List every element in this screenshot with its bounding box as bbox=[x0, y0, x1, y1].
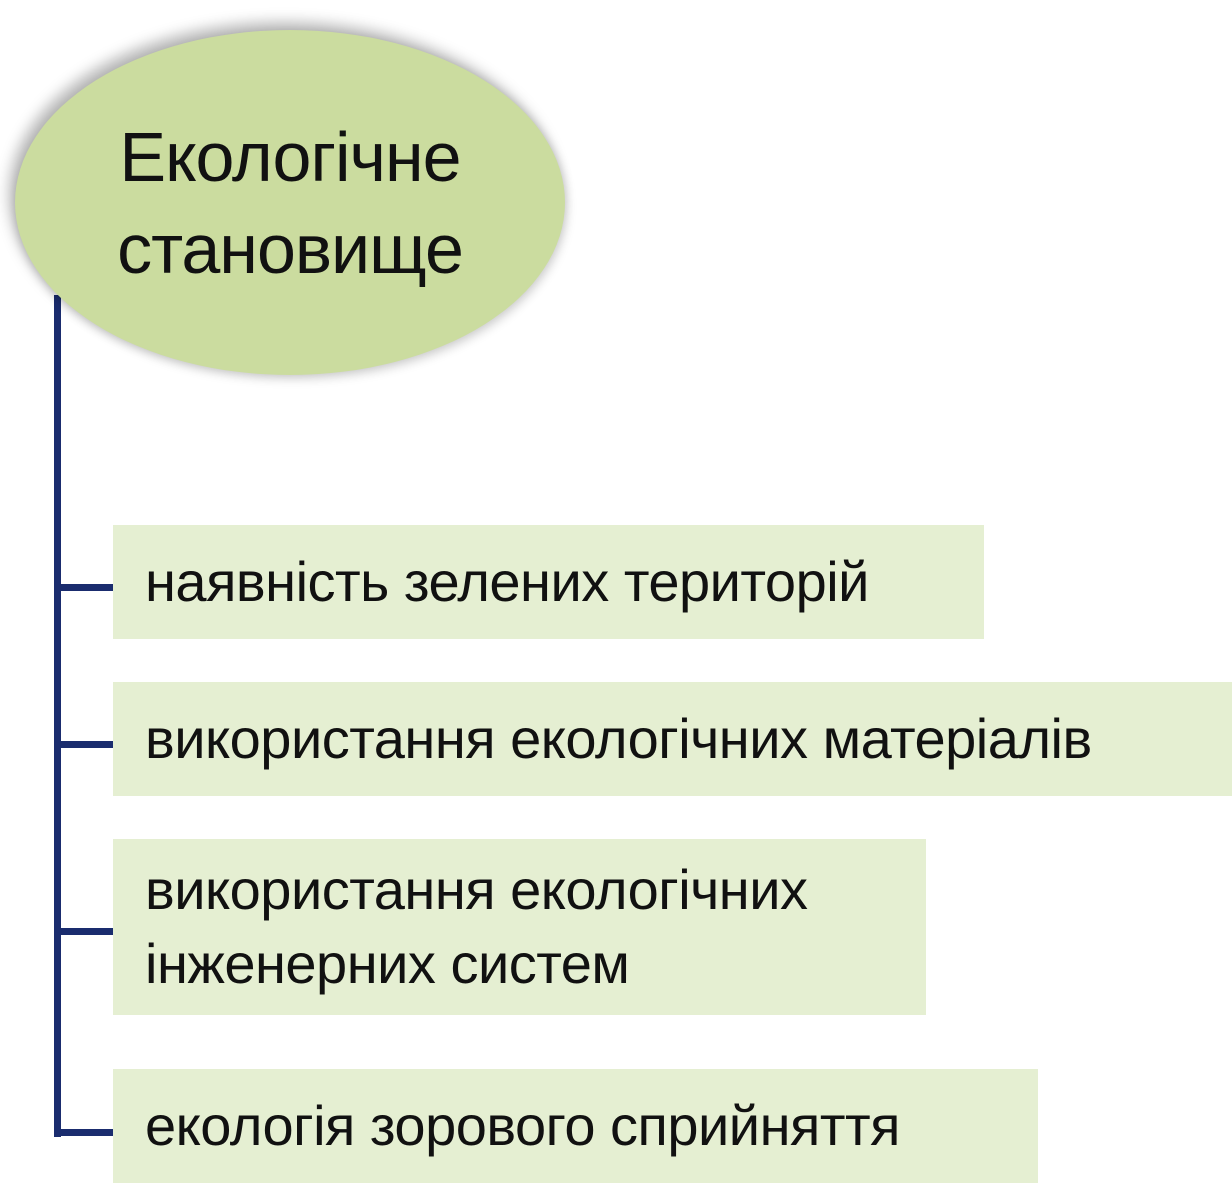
root-node-shape bbox=[15, 30, 565, 375]
connector-branch-1 bbox=[54, 584, 114, 591]
root-node-label: Екологічне становище bbox=[117, 117, 464, 288]
connector-branch-2 bbox=[54, 741, 114, 748]
child-node-visual-ecology: екологія зорового сприйняття bbox=[113, 1069, 1038, 1183]
connector-branch-3 bbox=[54, 928, 114, 935]
child-node-eco-engineering: використання екологічних інженерних сист… bbox=[113, 839, 926, 1015]
connector-trunk bbox=[54, 295, 61, 1137]
child-node-eco-materials: використання екологічних матеріалів bbox=[113, 682, 1232, 796]
child-node-green-territories: наявність зелених територій bbox=[113, 525, 984, 639]
connector-branch-4 bbox=[54, 1129, 114, 1136]
